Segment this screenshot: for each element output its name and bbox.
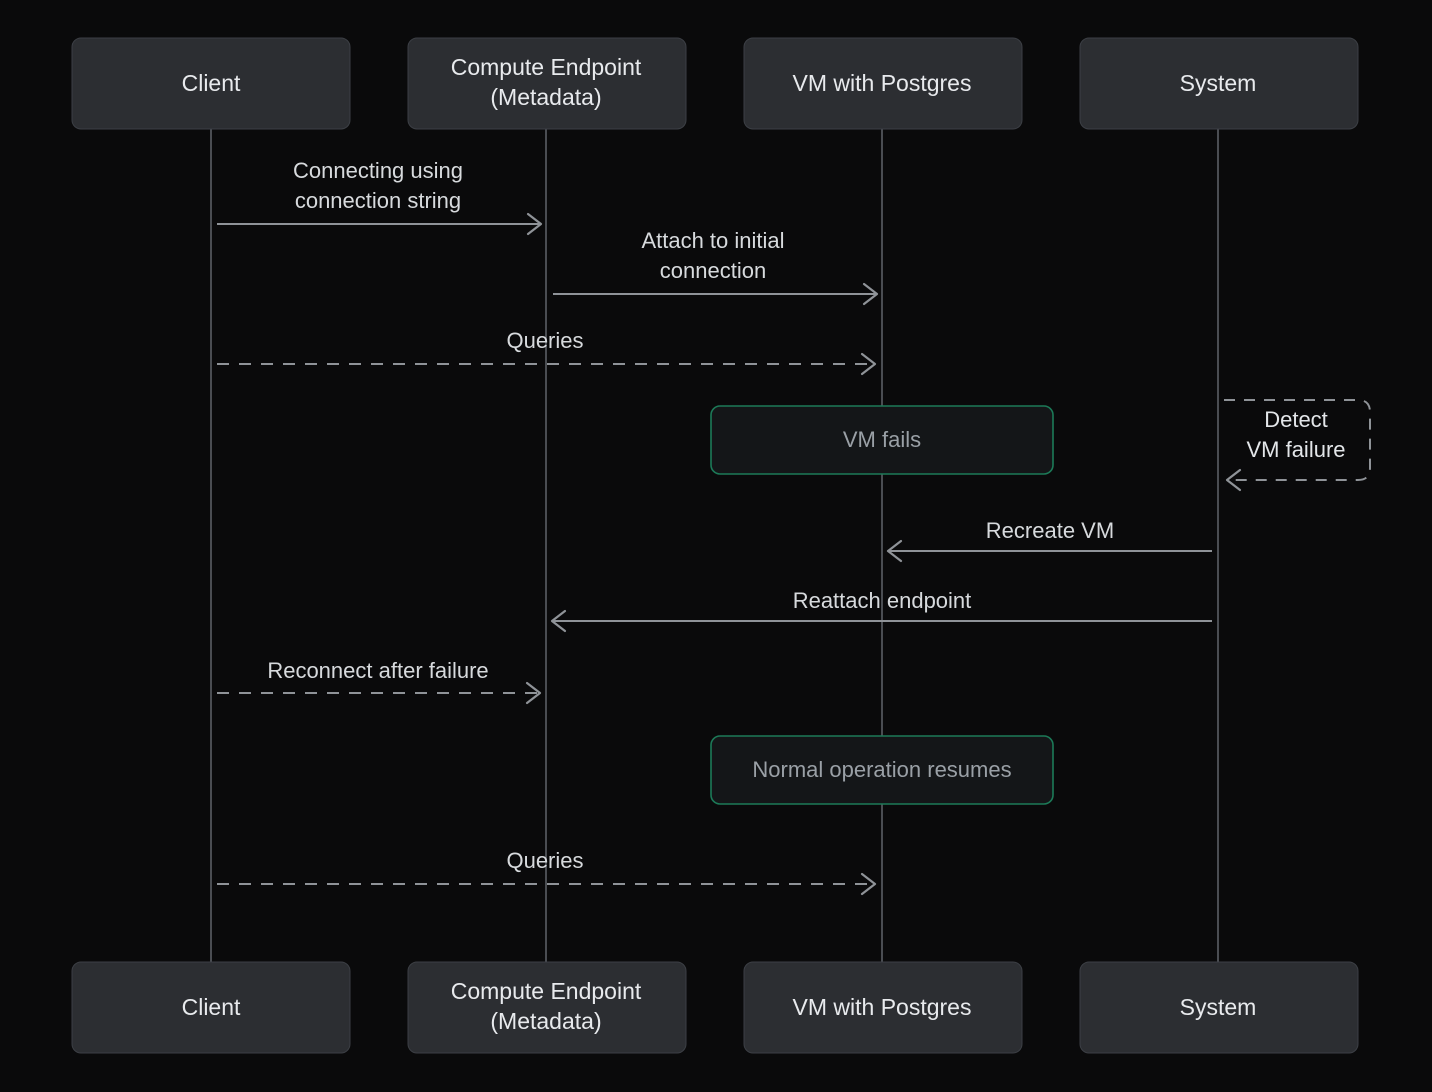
arrowhead-left-icon (550, 609, 567, 633)
actor-label-footer-vm-postgres: VM with Postgres (793, 994, 972, 1020)
actor-footer-compute-endpoint[interactable]: Compute Endpoint (Metadata) (407, 961, 687, 1054)
actor-label-footer-compute-endpoint-line1: Compute Endpoint (451, 978, 642, 1004)
actor-box-compute-endpoint[interactable] (407, 37, 687, 130)
message-label-attach-line2: connection (660, 258, 766, 283)
actor-label-compute-endpoint-line1: Compute Endpoint (451, 54, 642, 80)
note-vm-fails[interactable]: VM fails (710, 405, 1054, 475)
message-queries-second[interactable]: Queries (217, 848, 877, 896)
actor-box-client[interactable] (71, 37, 351, 130)
note-box-normal-operation-resumes[interactable] (710, 735, 1054, 805)
arrowhead-right-icon (526, 212, 543, 236)
message-label-recreate-vm: Recreate VM (986, 518, 1114, 543)
note-box-vm-fails[interactable] (710, 405, 1054, 475)
actor-label-compute-endpoint-line2: (Metadata) (490, 84, 601, 110)
message-connecting-using-connection-string[interactable]: Connecting using connection string (217, 158, 543, 236)
actor-box-footer-vm-postgres[interactable] (743, 961, 1023, 1054)
arrowhead-left-icon (886, 539, 903, 563)
actor-footer-vm-postgres[interactable]: VM with Postgres (743, 961, 1023, 1054)
message-reconnect-after-failure[interactable]: Reconnect after failure (217, 658, 542, 705)
arrowhead-right-icon (860, 872, 877, 896)
actor-footer-system[interactable]: System (1079, 961, 1359, 1054)
selfloop-detect-vm-failure[interactable]: Detect VM failure (1224, 399, 1371, 492)
arrowhead-right-icon (525, 681, 542, 705)
actor-header-compute-endpoint[interactable]: Compute Endpoint (Metadata) (407, 37, 687, 130)
message-queries-first[interactable]: Queries (217, 328, 877, 376)
note-normal-operation-resumes[interactable]: Normal operation resumes (710, 735, 1054, 805)
message-label-queries-second: Queries (506, 848, 583, 873)
message-label-queries-first: Queries (506, 328, 583, 353)
actor-label-footer-system: System (1180, 994, 1257, 1020)
actor-header-vm-postgres[interactable]: VM with Postgres (743, 37, 1023, 130)
actor-footer-client[interactable]: Client (71, 961, 351, 1054)
lifelines (210, 127, 1219, 964)
message-recreate-vm[interactable]: Recreate VM (886, 518, 1212, 563)
actor-header-client[interactable]: Client (71, 37, 351, 130)
message-label-attach-line1: Attach to initial (641, 228, 784, 253)
actor-box-footer-compute-endpoint[interactable] (407, 961, 687, 1054)
message-label-reattach-endpoint: Reattach endpoint (793, 588, 972, 613)
actor-header-system[interactable]: System (1079, 37, 1359, 130)
actor-box-footer-client[interactable] (71, 961, 351, 1054)
message-attach-to-initial-connection[interactable]: Attach to initial connection (553, 228, 879, 306)
selfloop-label-detect-line1: Detect (1264, 407, 1328, 432)
actor-label-footer-compute-endpoint-line2: (Metadata) (490, 1008, 601, 1034)
actor-box-footer-system[interactable] (1079, 961, 1359, 1054)
selfloop-label-detect-line2: VM failure (1246, 437, 1345, 462)
message-reattach-endpoint[interactable]: Reattach endpoint (550, 588, 1212, 633)
message-label-reconnect-after-failure: Reconnect after failure (267, 658, 488, 683)
arrowhead-right-icon (860, 352, 877, 376)
note-label-normal-operation-resumes: Normal operation resumes (752, 757, 1011, 782)
actor-label-footer-client: Client (182, 994, 241, 1020)
actor-label-vm-postgres: VM with Postgres (793, 70, 972, 96)
arrowhead-right-icon (862, 282, 879, 306)
note-label-vm-fails: VM fails (843, 427, 921, 452)
actor-label-system: System (1180, 70, 1257, 96)
message-label-connecting-line2: connection string (295, 188, 461, 213)
selfloop-path-detect-vm-failure[interactable] (1224, 399, 1371, 481)
arrowhead-left-icon (1225, 468, 1242, 492)
actor-box-vm-postgres[interactable] (743, 37, 1023, 130)
message-label-connecting-line1: Connecting using (293, 158, 463, 183)
actor-box-system[interactable] (1079, 37, 1359, 130)
actor-label-client: Client (182, 70, 241, 96)
